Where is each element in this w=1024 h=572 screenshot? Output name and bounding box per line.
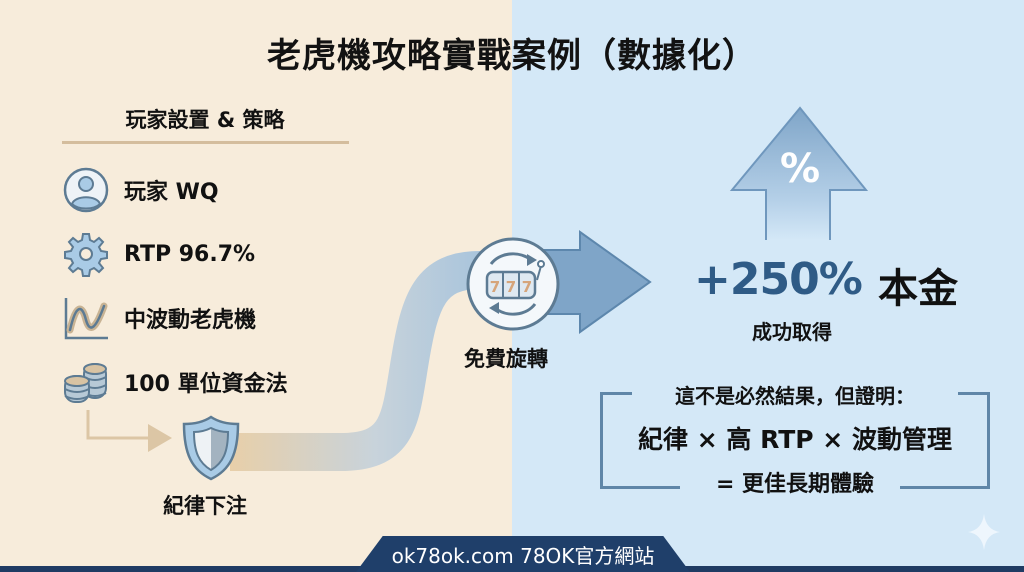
bracket-bottom-right bbox=[900, 486, 990, 489]
reel-3: 7 bbox=[522, 278, 532, 296]
conclusion-line-3: = 更佳長期體驗 bbox=[715, 472, 875, 497]
slot-machine-icon: 7 7 7 bbox=[465, 236, 561, 336]
result-caption: 成功取得 bbox=[752, 320, 832, 344]
setup-item-label: 100 單位資金法 bbox=[124, 372, 288, 397]
bracket-top-right bbox=[958, 392, 990, 395]
reel-1: 7 bbox=[490, 278, 500, 296]
percent-icon: % bbox=[780, 146, 821, 192]
setup-divider bbox=[62, 141, 349, 144]
bracket-right bbox=[987, 392, 990, 488]
result-value: +250% bbox=[694, 254, 863, 305]
gear-icon bbox=[62, 230, 110, 278]
footer-site-link[interactable]: ok78ok.com 78OK官方網站 bbox=[391, 544, 655, 568]
shield-icon bbox=[180, 414, 242, 486]
conclusion-line-1: 這不是必然結果，但證明： bbox=[675, 384, 915, 408]
coins-icon bbox=[62, 358, 110, 406]
reel-2: 7 bbox=[506, 278, 516, 296]
footer-tab bbox=[356, 536, 690, 572]
sparkle-icon bbox=[966, 512, 1002, 556]
setup-item-label: RTP 96.7% bbox=[124, 241, 256, 267]
setup-item-bankroll: 100 單位資金法 bbox=[62, 358, 288, 406]
user-icon bbox=[62, 166, 110, 214]
step-free-spins-label: 免費旋轉 bbox=[464, 347, 548, 371]
setup-item-label: 玩家 WQ bbox=[124, 180, 219, 205]
bracket-top-left bbox=[600, 392, 632, 395]
setup-item-rtp: RTP 96.7% bbox=[62, 230, 255, 278]
bracket-bottom-left bbox=[600, 486, 680, 489]
setup-heading: 玩家設置 & 策略 bbox=[125, 108, 285, 132]
result-unit: 本金 bbox=[878, 266, 958, 312]
conclusion-line-2: 紀律 × 高 RTP × 波動管理 bbox=[638, 425, 952, 454]
wave-chart-icon bbox=[62, 294, 110, 342]
setup-item-volatility: 中波動老虎機 bbox=[62, 294, 256, 342]
setup-item-label: 中波動老虎機 bbox=[124, 308, 257, 333]
page-title: 老虎機攻略實戰案例（數據化） bbox=[267, 36, 757, 76]
bracket-left bbox=[600, 392, 603, 488]
step-disciplined-betting-label: 紀律下注 bbox=[163, 494, 247, 518]
setup-item-player: 玩家 WQ bbox=[62, 166, 219, 214]
